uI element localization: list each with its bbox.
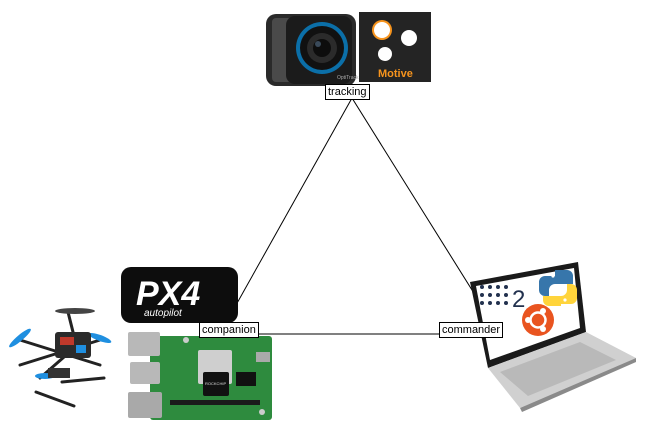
- svg-text:PX4: PX4: [136, 275, 200, 313]
- svg-text:Motive: Motive: [378, 68, 413, 80]
- motive-logo-icon: Motive: [359, 12, 431, 82]
- companion-label: companion: [199, 322, 259, 338]
- drone-icon: [9, 308, 112, 408]
- commander-label: commander: [439, 322, 504, 338]
- svg-text:OptiTrack: OptiTrack: [337, 75, 359, 81]
- svg-text:ROCKCHIP: ROCKCHIP: [205, 381, 226, 386]
- ros2-logo-icon: 2: [480, 285, 525, 313]
- optitrack-camera-icon: OptiTrack: [266, 14, 359, 86]
- tracking-label: tracking: [325, 84, 370, 100]
- sbc-board-icon: ROCKCHIP: [128, 332, 272, 420]
- edge-tracking-companion: [221, 97, 353, 331]
- svg-text:autopilot: autopilot: [144, 308, 183, 319]
- ubuntu-logo-icon: [522, 304, 554, 336]
- px4-logo-icon: PX4 autopilot: [121, 267, 238, 323]
- svg-text:2: 2: [512, 286, 525, 313]
- python-logo-icon: [539, 270, 577, 306]
